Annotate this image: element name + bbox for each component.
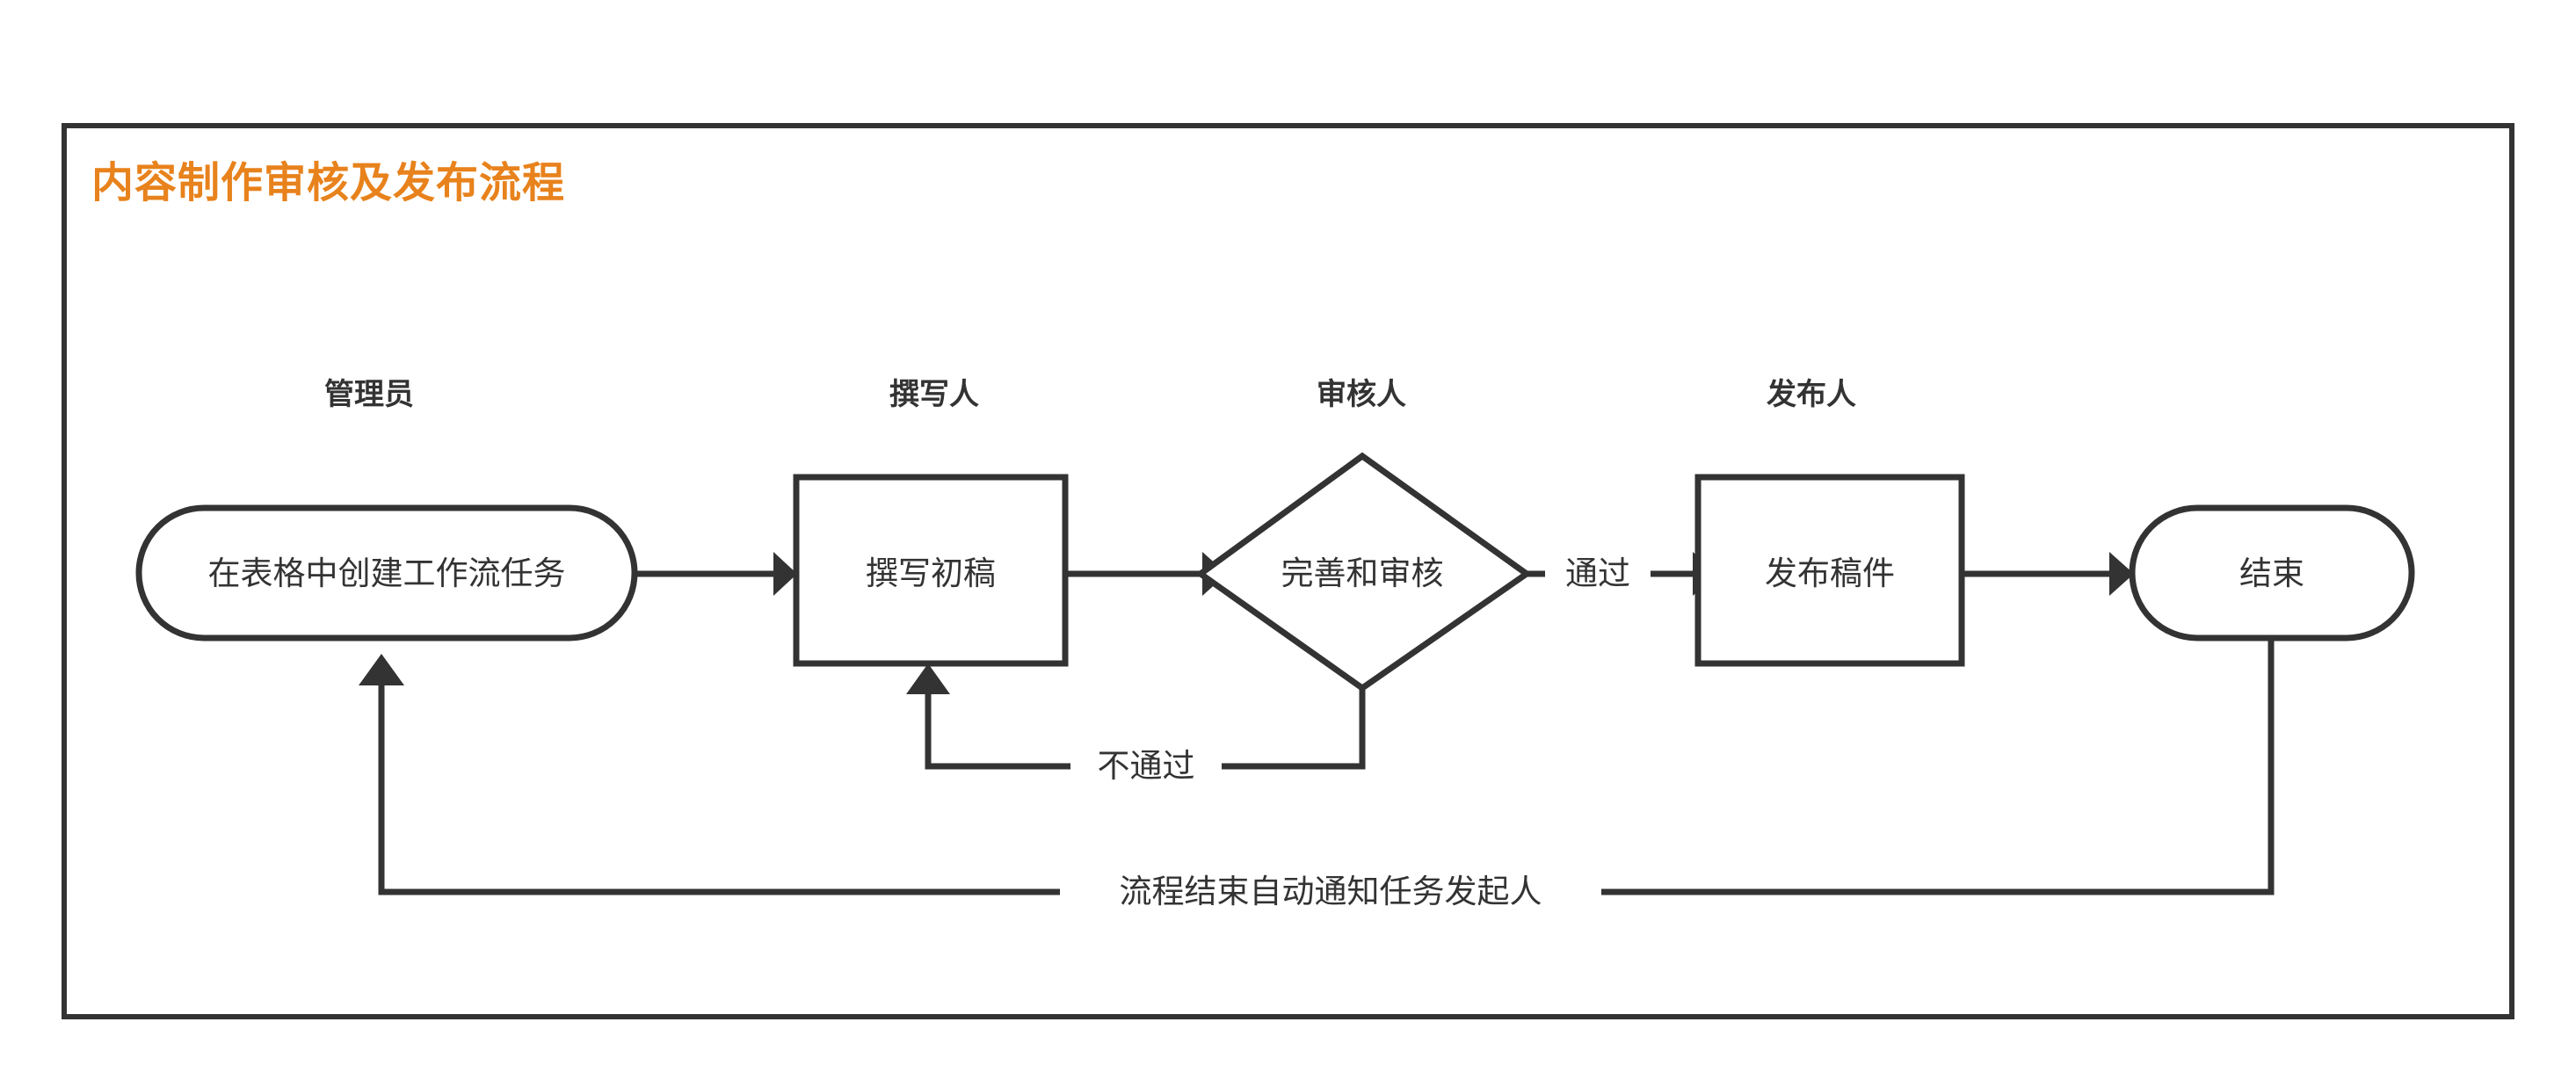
arrowhead-icon [906, 663, 950, 694]
diagram-frame [62, 123, 2514, 1019]
edge-publish-to-end [1960, 552, 2134, 596]
edge-label-notify: 流程结束自动通知任务发起人 [1120, 873, 1542, 910]
node-create-task[interactable]: 在表格中创建工作流任务 [135, 504, 638, 641]
lane-header-publisher: 发布人 [1767, 378, 1856, 411]
edge-end-notify: 流程结束自动通知任务发起人 [359, 626, 2275, 916]
edge-review-reject: 不通过 [906, 663, 1366, 789]
node-write-draft-shape[interactable] [793, 474, 1069, 667]
edge-label-pass: 通过 [1565, 555, 1630, 591]
arrowhead-icon [2109, 552, 2134, 596]
lane-header-admin: 管理员 [324, 378, 414, 411]
node-publish-label: 发布稿件 [1765, 555, 1895, 591]
node-end-label: 结束 [2239, 555, 2304, 591]
node-publish-shape[interactable] [1694, 474, 1965, 667]
node-create-task-label: 在表格中创建工作流任务 [208, 555, 566, 591]
node-publish[interactable]: 发布稿件 [1694, 474, 1965, 667]
edge-review-to-publish: 通过 [1522, 552, 1717, 596]
node-end-shape[interactable] [2129, 504, 2415, 641]
node-review[interactable]: 完善和审核 [1194, 452, 1533, 692]
page-title: 内容制作审核及发布流程 [91, 160, 565, 207]
node-review-label: 完善和审核 [1281, 555, 1444, 591]
lane-header-writer: 撰写人 [889, 378, 979, 411]
node-write-draft[interactable]: 撰写初稿 [793, 474, 1069, 667]
edge-create-to-write [635, 552, 797, 596]
lane-header-reviewer: 审核人 [1317, 378, 1406, 411]
node-end[interactable]: 结束 [2129, 504, 2415, 641]
arrowhead-icon [773, 552, 797, 596]
arrowhead-icon [359, 654, 404, 685]
node-create-task-shape[interactable] [135, 504, 638, 641]
node-write-draft-label: 撰写初稿 [866, 555, 996, 591]
edge-label-reject: 不通过 [1098, 748, 1195, 784]
node-review-shape[interactable] [1194, 452, 1533, 692]
